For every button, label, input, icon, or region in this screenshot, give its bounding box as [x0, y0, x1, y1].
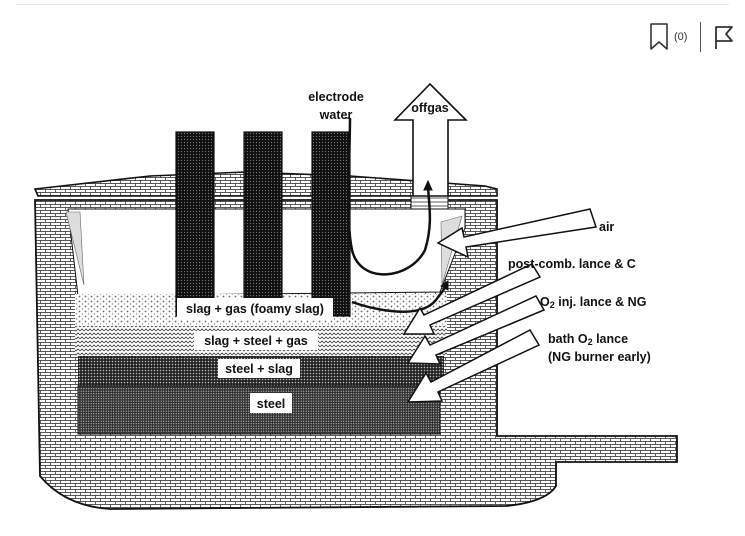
- electrodes: [175, 131, 351, 317]
- ng-burner-label: (NG burner early): [548, 350, 651, 364]
- o2-injection-arrow: [406, 295, 546, 365]
- water-label: water: [319, 108, 353, 122]
- flag-icon: [715, 26, 733, 49]
- report-button[interactable]: [712, 24, 736, 50]
- top-divider: [16, 4, 729, 5]
- layer-labels: slag + gas (foamy slag) slag + steel + g…: [177, 298, 333, 413]
- electrode-2: [243, 131, 283, 317]
- callout-labels: electrode water offgas air post-comb. la…: [308, 90, 651, 364]
- offgas-arrow: [393, 82, 468, 197]
- bookmark-count: (0): [674, 31, 688, 43]
- o2-injection-label: O2 inj. lance & NG: [540, 295, 646, 310]
- toolbar-separator: [700, 22, 701, 52]
- electrode-3: [311, 131, 351, 317]
- offgas-label: offgas: [411, 101, 449, 115]
- water-flow-curve: [347, 117, 432, 276]
- steel-label: steel: [257, 397, 286, 411]
- air-arrow: [436, 208, 597, 259]
- gas-flow-curves: [345, 117, 449, 313]
- air-label: air: [599, 220, 614, 234]
- slag-steel-gas-label: slag + steel + gas: [204, 334, 308, 348]
- injection-arrows: [402, 208, 597, 403]
- postcomb-label: post-comb. lance & C: [508, 257, 636, 271]
- bath-o2-lance-arrow: [406, 329, 541, 403]
- electrode-label: electrode: [308, 90, 364, 104]
- toolbar: (0): [648, 22, 738, 52]
- bookmark-button[interactable]: (0): [648, 22, 696, 52]
- slag-flow-curve: [351, 285, 448, 313]
- electrode-1: [175, 131, 215, 317]
- bath-o2-lance-label: bath O2 lance: [548, 332, 628, 347]
- bookmark-icon: [650, 23, 668, 50]
- postcomb-arrow: [402, 263, 542, 335]
- steel-slag-label: steel + slag: [225, 362, 293, 376]
- foamy-slag-label: slag + gas (foamy slag): [186, 302, 324, 316]
